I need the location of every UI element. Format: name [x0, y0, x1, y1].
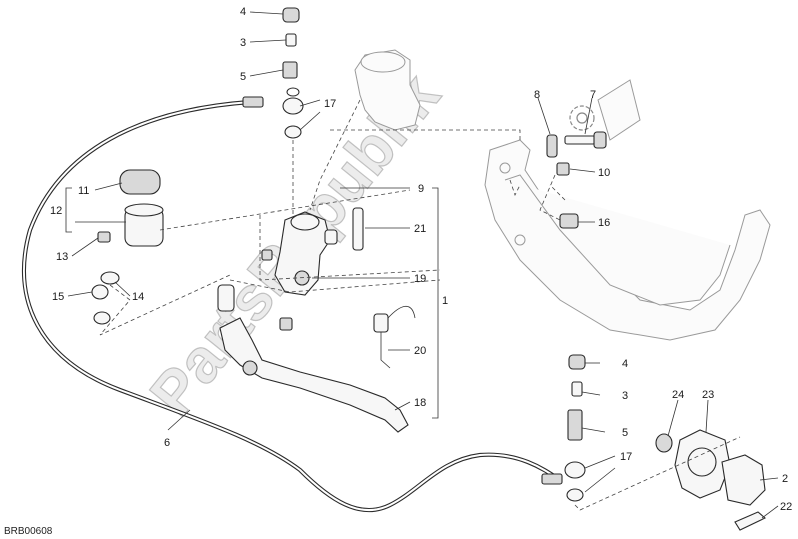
drawing-code: BRB00608 [4, 526, 53, 537]
leader-lines [67, 11, 779, 519]
callout-3-top: 3 [240, 37, 246, 49]
callout-1: 1 [442, 295, 448, 307]
callout-7: 7 [590, 89, 596, 101]
callout-18: 18 [414, 397, 426, 409]
bracket-12 [65, 187, 72, 233]
flag-shape [597, 79, 641, 141]
part-13-clip [97, 231, 111, 243]
callout-9: 9 [418, 183, 424, 195]
callout-15: 15 [52, 291, 64, 303]
assembly-lines [99, 99, 741, 511]
part-19-pivot [217, 284, 235, 312]
callout-14: 14 [132, 291, 144, 303]
callout-12: 12 [50, 205, 62, 217]
gear-icon [569, 105, 595, 131]
part-14-clamp [100, 271, 120, 285]
callout-19: 19 [414, 273, 426, 285]
callout-11: 11 [78, 185, 89, 197]
bracket-1 [432, 187, 439, 419]
callout-17-bottom: 17 [620, 451, 632, 463]
callout-6: 6 [164, 437, 170, 449]
part-pivot-nut [279, 317, 293, 331]
callout-2: 2 [782, 473, 788, 485]
part-10-bolt [556, 162, 570, 176]
bottom-fitting-stack [564, 354, 586, 502]
callout-17-top: 17 [324, 98, 336, 110]
part-7-screw [564, 131, 607, 149]
callout-8: 8 [534, 89, 540, 101]
part-8-spacer [546, 134, 558, 158]
slave-cylinder [655, 429, 766, 531]
part-18-lever [219, 317, 409, 433]
handlebar-bracket [484, 139, 771, 341]
callout-23: 23 [702, 389, 714, 401]
part-21-pin [352, 207, 364, 251]
callout-5-bottom: 5 [622, 427, 628, 439]
callout-4-top: 4 [240, 6, 246, 18]
callout-16: 16 [598, 217, 610, 229]
part-20-switch [373, 305, 416, 369]
callout-10: 10 [598, 167, 610, 179]
callout-22: 22 [780, 501, 792, 513]
clutch-hose [21, 96, 563, 513]
part-15-clamp [91, 284, 111, 325]
callout-20: 20 [414, 345, 426, 357]
callout-13: 13 [56, 251, 68, 263]
callout-5-top: 5 [240, 71, 246, 83]
part-16-nut [559, 213, 579, 229]
callout-24: 24 [672, 389, 684, 401]
master-cylinder-ghost [354, 49, 421, 131]
callout-numbers: 4 3 5 17 11 12 13 15 14 9 21 19 1 20 18 … [50, 6, 792, 513]
callout-3-bottom: 3 [622, 390, 628, 402]
master-cylinder-body [261, 211, 338, 296]
reservoir [119, 169, 164, 247]
top-fitting-stack [282, 7, 304, 139]
callout-4-bottom: 4 [622, 358, 628, 370]
callout-21: 21 [414, 223, 426, 235]
